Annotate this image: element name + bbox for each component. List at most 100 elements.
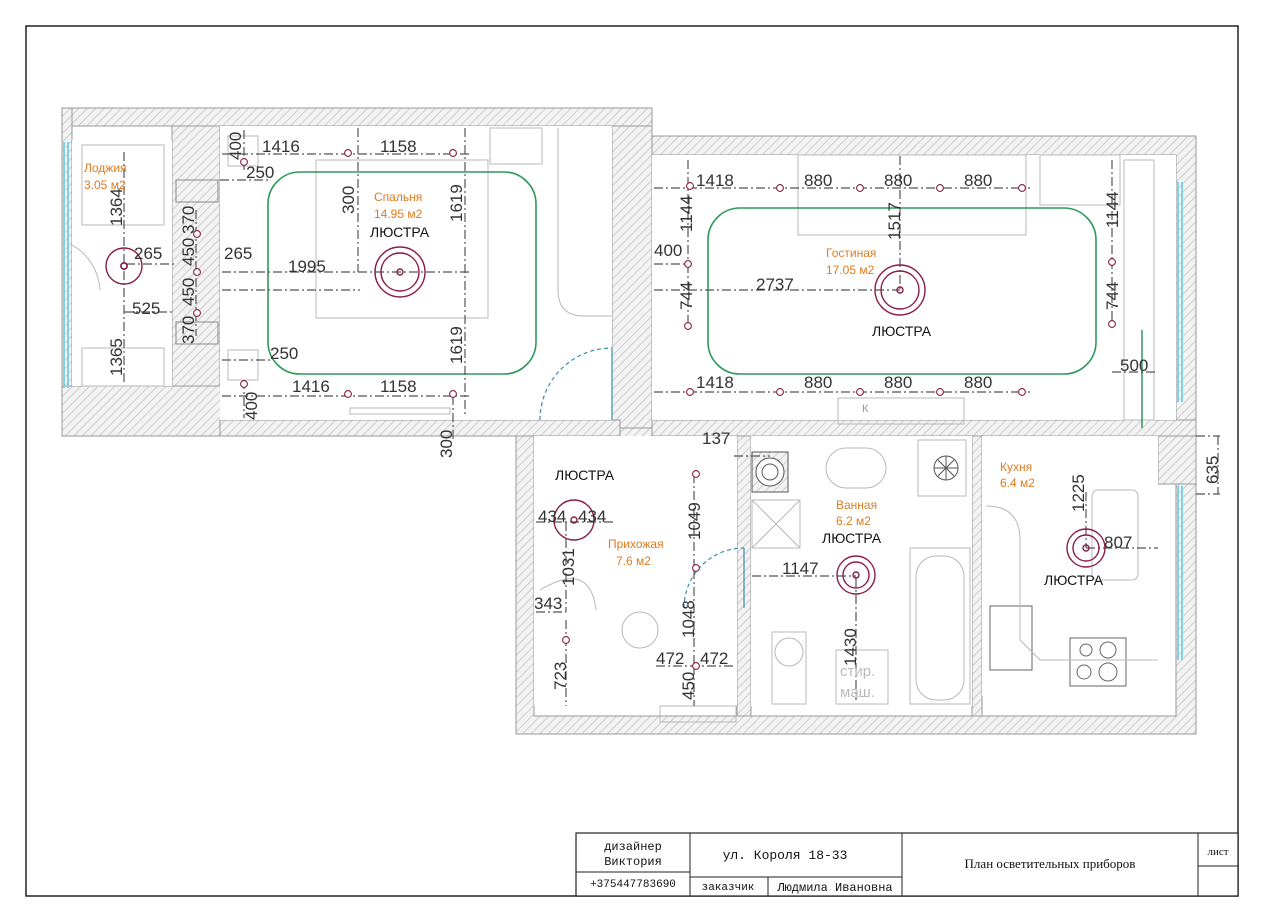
room-area-living: 17.05 м2 bbox=[826, 263, 875, 277]
chandeliers bbox=[105, 246, 1106, 595]
room-name-loggia: Лоджия bbox=[84, 161, 127, 175]
project-address: ул. Короля 18-33 bbox=[723, 848, 848, 863]
dim-label: 1995 bbox=[288, 257, 326, 276]
dim-label: 370 bbox=[179, 206, 198, 234]
spot-light bbox=[193, 268, 201, 276]
room-area-hall: 7.6 м2 bbox=[616, 554, 651, 568]
dim-label: 1144 bbox=[1103, 191, 1122, 228]
dim-label: 1365 bbox=[107, 338, 126, 376]
spot-light bbox=[344, 149, 352, 157]
spot-light bbox=[1018, 184, 1026, 192]
room-name-hall: Прихожая bbox=[608, 537, 664, 551]
dim-label: 525 bbox=[132, 299, 160, 318]
room-name-living: Гостиная bbox=[826, 246, 876, 260]
dim-label: 1144 bbox=[677, 195, 696, 232]
dim-label: 1158 bbox=[380, 137, 417, 156]
dim-label: 400 bbox=[654, 241, 682, 260]
dim-label: 1364 bbox=[107, 188, 126, 226]
title-block: дизайнер Виктория +375447783690 ул. Коро… bbox=[575, 832, 1239, 897]
dim-label: 1430 bbox=[841, 628, 860, 666]
dim-label: 400 bbox=[242, 392, 261, 420]
dim-label: 434 bbox=[578, 507, 606, 526]
dim-label: 880 bbox=[804, 171, 832, 190]
spot-light bbox=[936, 184, 944, 192]
bedroom-ceiling-contour bbox=[267, 171, 537, 375]
dim-label: 2737 bbox=[756, 275, 794, 294]
spot-light bbox=[776, 184, 784, 192]
chandelier-bedroom bbox=[374, 246, 426, 298]
dim-label: 265 bbox=[224, 244, 252, 263]
dim-label: 1418 bbox=[696, 373, 734, 392]
washer-label-1: стир. bbox=[840, 663, 875, 680]
sheet-label: лист bbox=[1207, 846, 1228, 858]
sheet-title: План осветительных приборов bbox=[965, 856, 1136, 871]
spot-light bbox=[562, 636, 570, 644]
dim-label: 370 bbox=[179, 316, 198, 344]
radiator-label: К bbox=[862, 403, 869, 415]
dim-label: 744 bbox=[1103, 282, 1122, 310]
spot-light bbox=[193, 309, 201, 317]
dim-label: 450 bbox=[179, 238, 198, 266]
dim-label: 880 bbox=[804, 373, 832, 392]
dim-label: 1225 bbox=[1069, 474, 1088, 512]
spot-light bbox=[684, 322, 692, 330]
spot-light bbox=[344, 390, 352, 398]
chandelier-living bbox=[874, 264, 926, 316]
dim-label: 1619 bbox=[447, 184, 466, 222]
dim-label: 472 bbox=[656, 649, 684, 668]
designer-name: Виктория bbox=[604, 855, 662, 869]
chandelier-label-kitchen: ЛЮСТРА bbox=[1044, 572, 1104, 588]
chandelier-label-bath: ЛЮСТРА bbox=[822, 530, 882, 546]
dim-label: 1158 bbox=[380, 377, 417, 396]
spot-light bbox=[240, 380, 248, 388]
spot-light bbox=[1108, 320, 1116, 328]
dim-label: 450 bbox=[679, 672, 698, 700]
dim-label: 450 bbox=[179, 278, 198, 306]
spot-light bbox=[936, 388, 944, 396]
spot-light bbox=[856, 184, 864, 192]
spot-light bbox=[449, 149, 457, 157]
dim-label: 807 bbox=[1104, 533, 1132, 552]
spot-light bbox=[686, 388, 694, 396]
room-area-kitchen: 6.4 м2 bbox=[1000, 476, 1035, 490]
room-name-bedroom: Спальня bbox=[374, 190, 422, 204]
windows bbox=[63, 142, 1183, 660]
chandelier-label-bedroom: ЛЮСТРА bbox=[370, 224, 430, 240]
dim-label: 250 bbox=[246, 163, 274, 182]
chandelier-kitchen bbox=[1066, 528, 1106, 568]
room-area-loggia: 3.05 м2 bbox=[84, 178, 126, 192]
spot-light bbox=[240, 158, 248, 166]
fixture-labels: ЛЮСТРА ЛЮСТРА ЛЮСТРА ЛЮСТРА ЛЮСТРА bbox=[370, 224, 1104, 588]
living-ceiling-contour bbox=[707, 207, 1097, 375]
spot-light bbox=[692, 662, 700, 670]
furniture bbox=[71, 127, 1158, 723]
spot-light bbox=[1018, 388, 1026, 396]
designer-phone: +375447783690 bbox=[590, 879, 676, 891]
chandelier-hall bbox=[553, 499, 595, 541]
appliance-labels: стир. маш. К bbox=[840, 403, 875, 701]
dim-label: 343 bbox=[534, 594, 562, 613]
spot-light bbox=[449, 390, 457, 398]
designer-role: дизайнер bbox=[604, 840, 662, 854]
spot-light bbox=[193, 230, 201, 238]
client-role: заказчик bbox=[702, 882, 755, 894]
spot-light bbox=[1108, 258, 1116, 266]
dim-label: 1048 bbox=[679, 600, 698, 638]
dim-label: 1416 bbox=[292, 377, 330, 396]
chandelier-label-living: ЛЮСТРА bbox=[872, 323, 932, 339]
dim-label: 723 bbox=[551, 662, 570, 690]
dim-label: 400 bbox=[226, 132, 245, 160]
dim-label: 500 bbox=[1120, 356, 1148, 375]
room-labels: Лоджия 3.05 м2 Спальня 14.95 м2 Гостиная… bbox=[84, 161, 1035, 568]
room-area-bedroom: 14.95 м2 bbox=[374, 207, 423, 221]
ceiling-contours bbox=[267, 171, 1097, 375]
spot-light bbox=[776, 388, 784, 396]
dim-label: 1418 bbox=[696, 171, 734, 190]
doors bbox=[539, 330, 1143, 609]
chandelier-label-hall: ЛЮСТРА bbox=[555, 467, 615, 483]
dim-label: 300 bbox=[339, 186, 358, 214]
spot-light bbox=[692, 470, 700, 478]
spot-lights bbox=[120, 149, 1116, 670]
washer-label-2: маш. bbox=[840, 684, 875, 701]
